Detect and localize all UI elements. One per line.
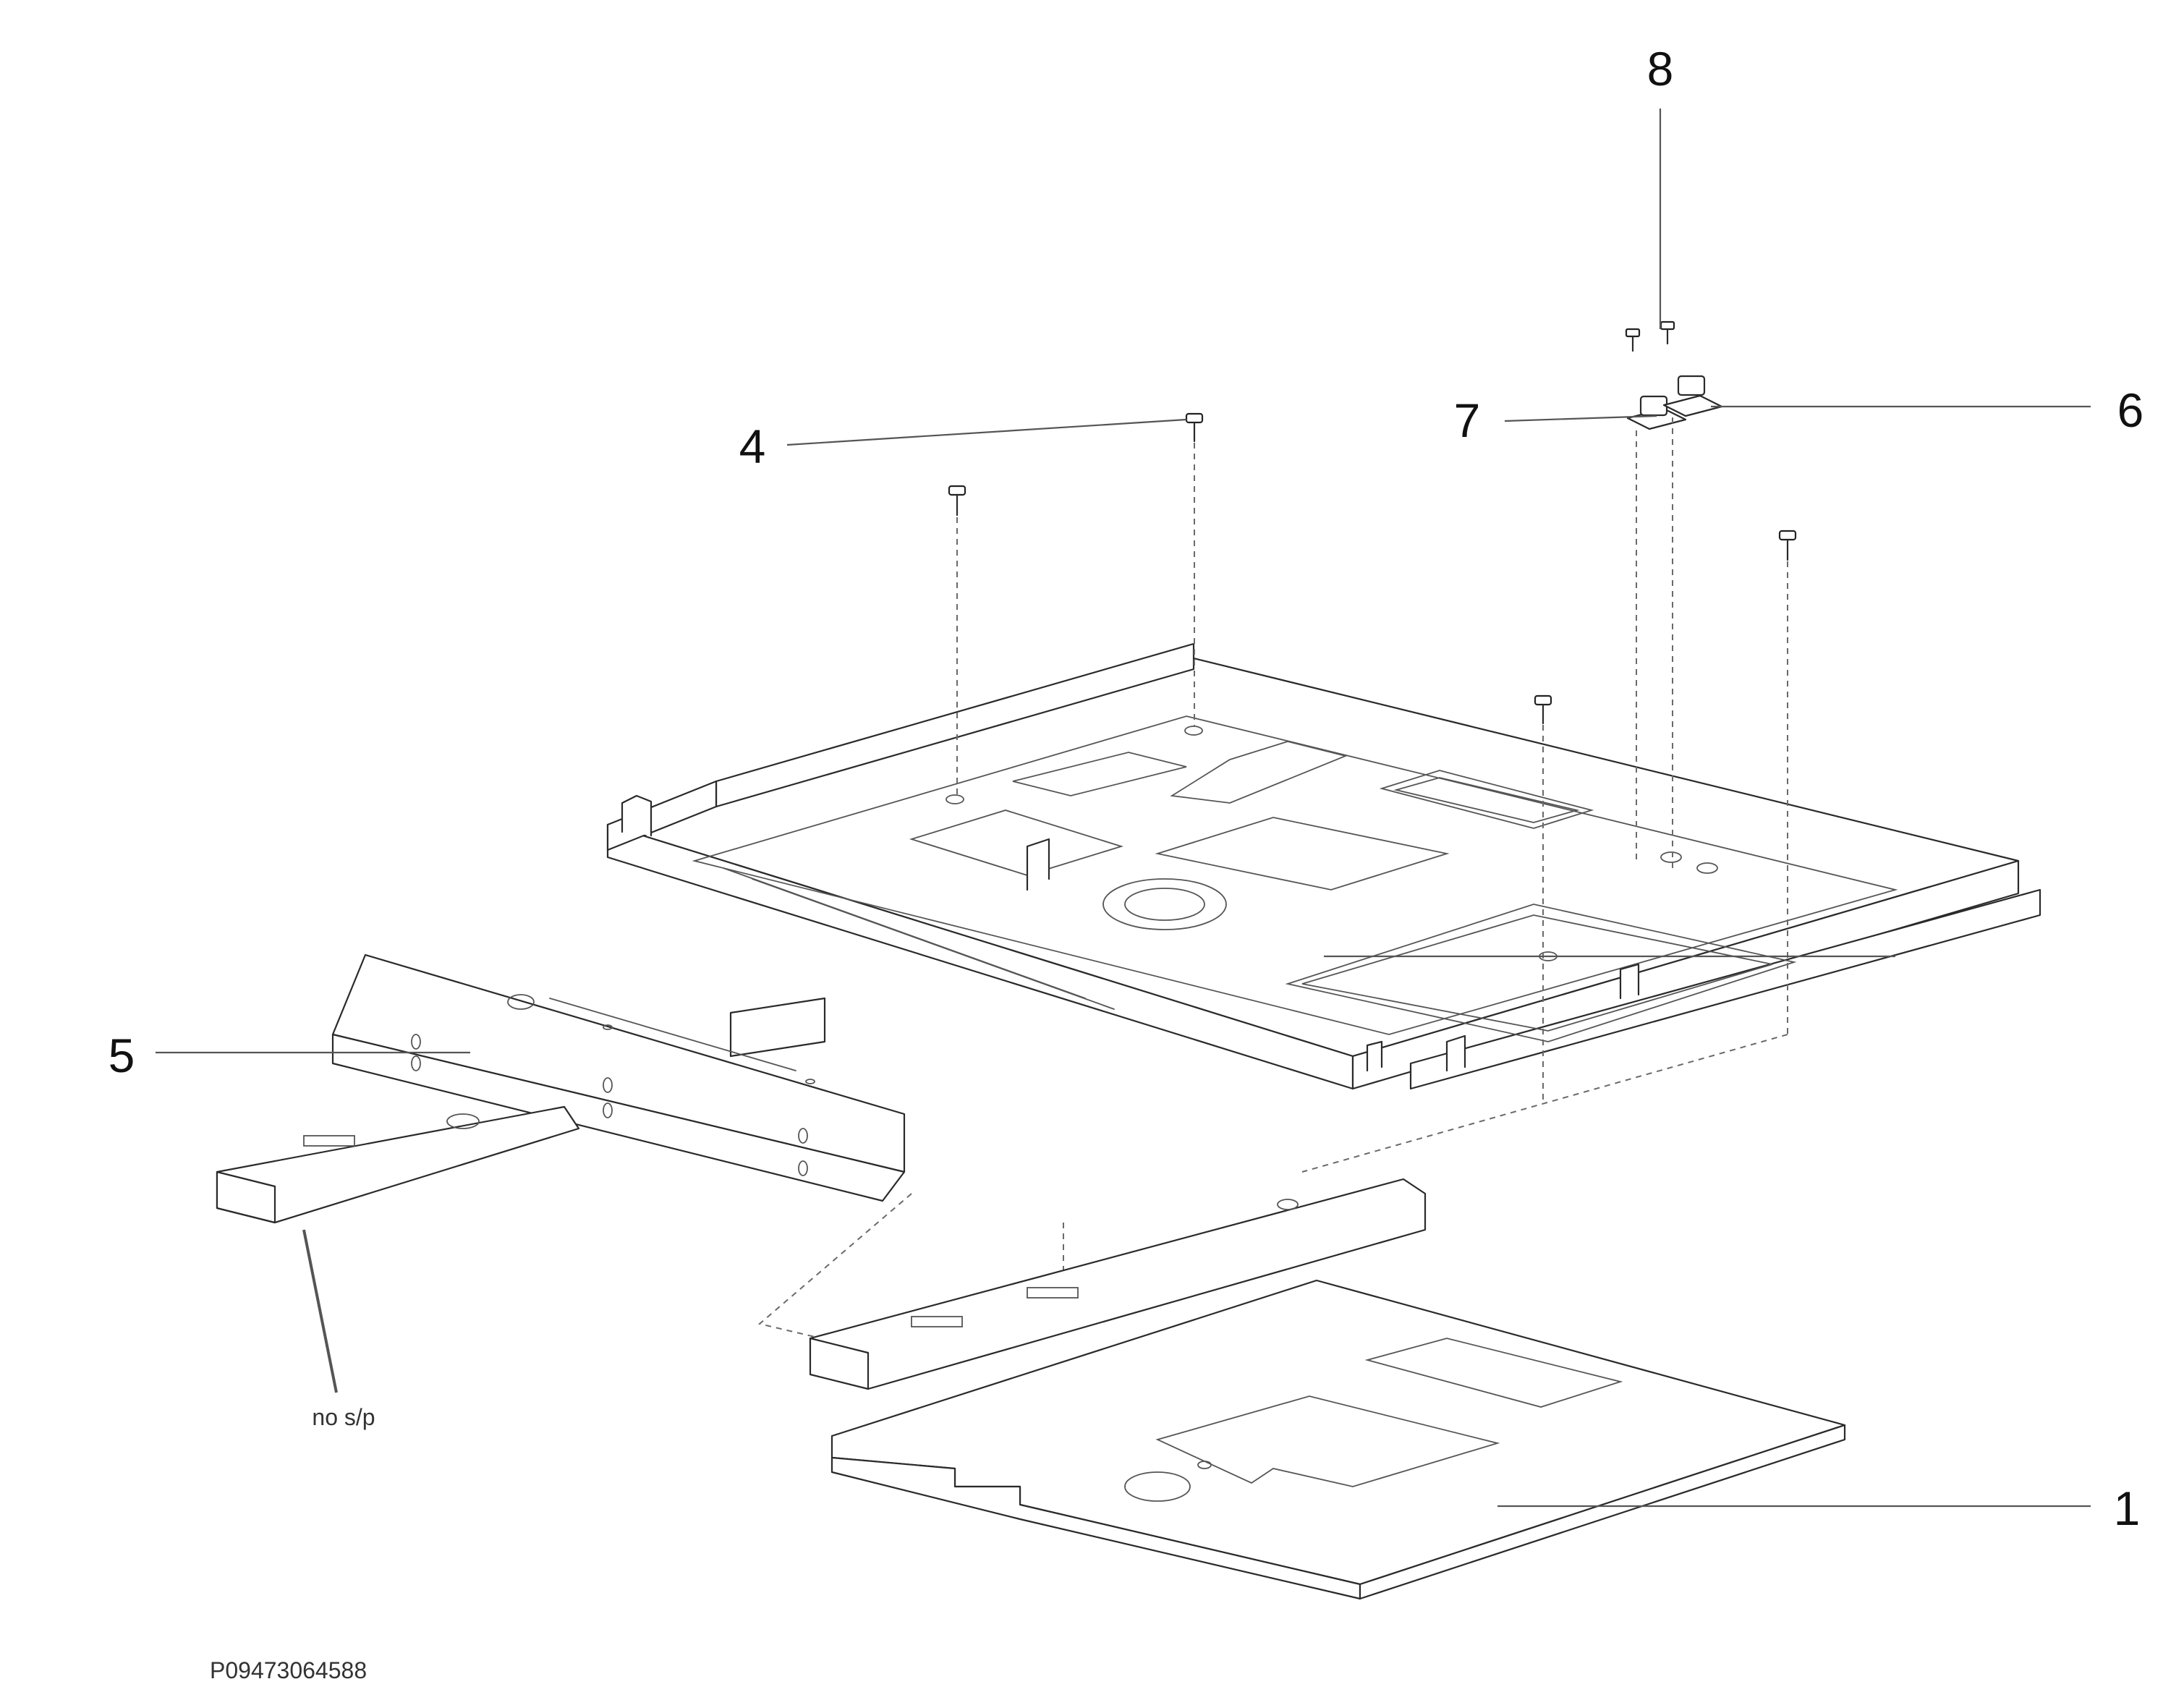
drawing-code: P09473064588 xyxy=(210,1657,367,1683)
screw-rear-right xyxy=(1778,530,1797,561)
bracket-part-7 xyxy=(1626,395,1687,430)
bottom-pad-part-1 xyxy=(830,1279,1846,1600)
screw-part-4-left xyxy=(948,485,966,517)
screw-center xyxy=(1534,694,1552,725)
screw-part-4-right xyxy=(1185,412,1204,443)
callout-1: 1 xyxy=(2114,1482,2141,1535)
screw-part-8-right xyxy=(1660,320,1675,345)
lower-cross-rail xyxy=(809,1178,1427,1390)
callout-6: 6 xyxy=(2117,383,2144,437)
callout-5: 5 xyxy=(109,1029,135,1082)
no-spare-part-note: no s/p xyxy=(312,1404,375,1430)
callout-7: 7 xyxy=(1454,394,1481,447)
leader-lines xyxy=(156,109,2091,1508)
callout-4: 4 xyxy=(739,420,766,473)
rail-no-spare-part xyxy=(216,1105,580,1224)
callout-8: 8 xyxy=(1647,42,1674,95)
rail-part-5 xyxy=(331,953,906,1202)
screw-part-8-left xyxy=(1625,328,1641,352)
bracket-part-6 xyxy=(1662,375,1723,417)
